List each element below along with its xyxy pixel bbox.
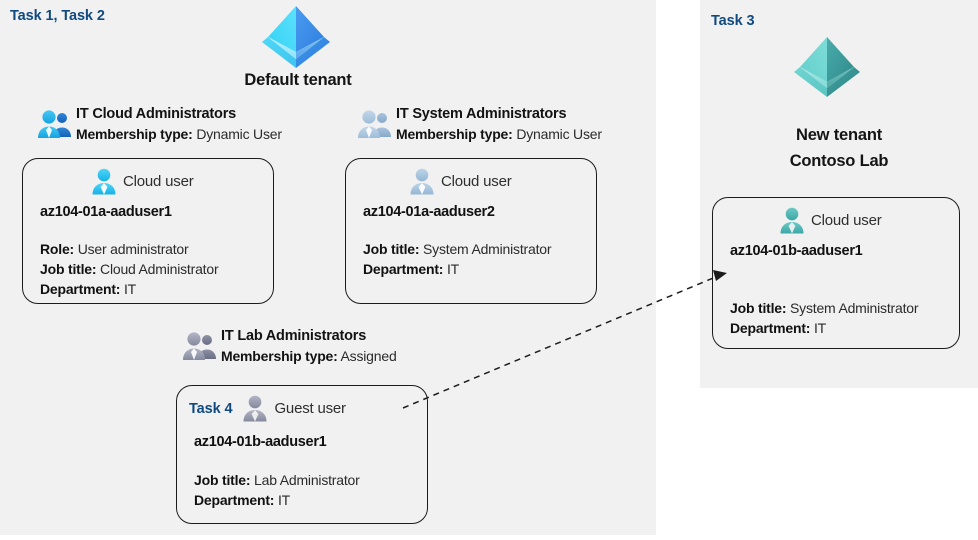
- group-membership-label: Membership type:: [221, 348, 338, 364]
- card-property-row: Job title: Cloud Administrator: [40, 259, 219, 279]
- property-label: Department:: [363, 261, 444, 277]
- property-value: IT: [277, 492, 291, 508]
- card-user-type-row: Cloud user: [779, 207, 882, 234]
- user-card-guest-az104-01b-aaduser1[interactable]: Task 4 Guest user az104-01b-aaduser1 Job…: [176, 385, 428, 524]
- card-properties: Role: User administrator Job title: Clou…: [40, 239, 219, 299]
- group-membership-value: Dynamic User: [516, 126, 602, 142]
- card-user-type: Guest user: [274, 400, 346, 417]
- default-tenant-title: Default tenant: [244, 71, 352, 89]
- new-tenant-title-line2: Contoso Lab: [789, 152, 889, 170]
- group-membership: Membership type: Dynamic User: [76, 124, 282, 144]
- card-properties: Job title: Lab Administrator Department:…: [194, 470, 360, 510]
- group-membership-value: Dynamic User: [196, 126, 282, 142]
- property-value: IT: [446, 261, 460, 277]
- group-users-icon: [183, 331, 217, 361]
- property-label: Role:: [40, 241, 75, 257]
- card-property-row: Department: IT: [40, 279, 218, 299]
- group-membership-value: Assigned: [340, 348, 397, 364]
- card-upn: az104-01b-aaduser1: [730, 243, 863, 259]
- property-value: IT: [813, 320, 827, 336]
- cloud-user-icon: [91, 168, 117, 195]
- default-tenant-panel: [0, 0, 656, 535]
- card-task-tag: Task 4: [189, 400, 233, 417]
- task-label-right: Task 3: [711, 13, 755, 29]
- cloud-user-icon: [409, 168, 435, 195]
- group-membership: Membership type: Dynamic User: [396, 124, 602, 144]
- property-label: Department:: [194, 492, 275, 508]
- property-value: IT: [123, 281, 137, 297]
- azure-ad-tenant-icon-default: [258, 2, 334, 68]
- task-label-left: Task 1, Task 2: [10, 8, 105, 24]
- property-label: Job title:: [363, 241, 420, 257]
- card-property-row: Department: IT: [363, 259, 551, 279]
- card-property-row: Department: IT: [730, 318, 918, 338]
- group-name: IT System Administrators: [396, 106, 567, 122]
- card-user-type-row: Task 4 Guest user: [189, 395, 346, 422]
- user-card-az104-01b-aaduser1-new-tenant[interactable]: Cloud user az104-01b-aaduser1 Job title:…: [712, 197, 960, 349]
- property-label: Department:: [40, 281, 121, 297]
- group-users-icon: [38, 109, 72, 139]
- property-value: System Administrator: [423, 241, 552, 257]
- property-value: System Administrator: [790, 300, 919, 316]
- card-upn: az104-01b-aaduser1: [194, 434, 327, 450]
- group-name: IT Lab Administrators: [221, 328, 367, 344]
- card-upn: az104-01a-aaduser2: [363, 204, 495, 220]
- card-property-row: Department: IT: [194, 490, 360, 510]
- new-tenant-title-line1: New tenant: [795, 126, 882, 144]
- card-property-row: Role: User administrator: [40, 239, 218, 259]
- card-property-row: Job title: Lab Administrator: [194, 470, 360, 490]
- property-value: Lab Administrator: [254, 472, 360, 488]
- property-label: Job title:: [194, 472, 251, 488]
- property-value: Cloud Administrator: [100, 261, 219, 277]
- azure-ad-tenant-icon-new: [790, 33, 864, 97]
- group-users-icon: [358, 109, 392, 139]
- card-upn: az104-01a-aaduser1: [40, 204, 172, 220]
- card-user-type: Cloud user: [811, 212, 882, 229]
- card-user-type: Cloud user: [441, 173, 512, 190]
- card-user-type: Cloud user: [123, 173, 194, 190]
- property-label: Department:: [730, 320, 811, 336]
- user-card-az104-01a-aaduser2[interactable]: Cloud user az104-01a-aaduser2 Job title:…: [345, 158, 597, 304]
- property-label: Job title:: [730, 300, 787, 316]
- group-membership-label: Membership type:: [76, 126, 193, 142]
- property-value: User administrator: [77, 241, 189, 257]
- property-label: Job title:: [40, 261, 97, 277]
- cloud-user-icon: [779, 207, 805, 234]
- card-properties: Job title: System Administrator Departme…: [730, 298, 919, 338]
- card-property-row: Job title: System Administrator: [363, 239, 552, 259]
- user-card-az104-01a-aaduser1[interactable]: Cloud user az104-01a-aaduser1 Role: User…: [22, 158, 274, 304]
- group-membership: Membership type: Assigned: [221, 346, 397, 366]
- card-property-row: Job title: System Administrator: [730, 298, 919, 318]
- card-properties: Job title: System Administrator Departme…: [363, 239, 552, 279]
- guest-user-icon: [242, 395, 268, 422]
- card-user-type-row: Cloud user: [409, 168, 512, 195]
- group-name: IT Cloud Administrators: [76, 106, 237, 122]
- card-user-type-row: Cloud user: [91, 168, 194, 195]
- group-membership-label: Membership type:: [396, 126, 513, 142]
